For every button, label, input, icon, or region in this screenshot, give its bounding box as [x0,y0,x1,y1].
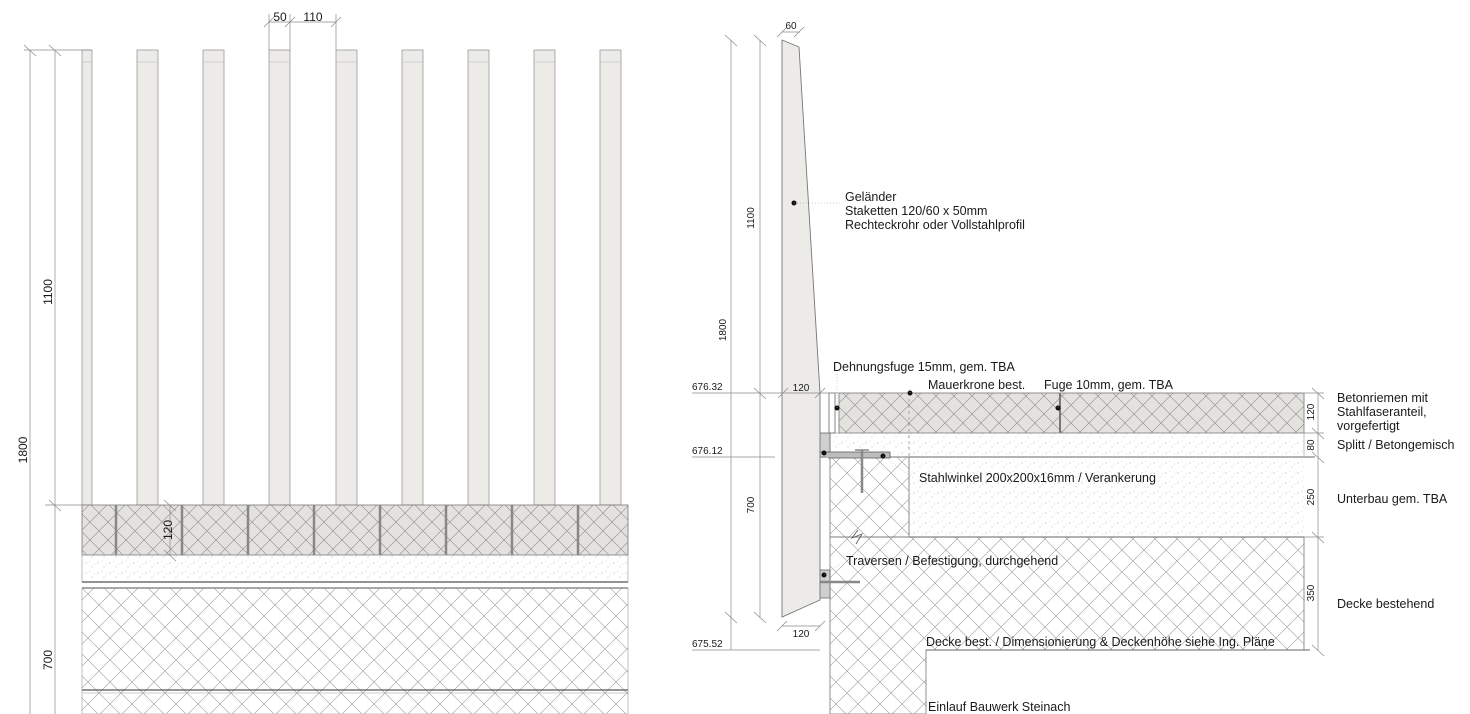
label-mauerkrone: Mauerkrone best. [928,378,1025,392]
label-decke-bestehend: Decke bestehend [1337,597,1434,611]
label-betonriemen-1: Betonriemen mit [1337,391,1429,405]
level-bottom: 675.52 [692,639,723,650]
label-decke-best: Decke best. / Dimensionierung & Deckenhö… [926,635,1275,649]
left-elevation: 50 110 1100 1800 700 120 [16,10,629,714]
label-dehnungsfuge: Dehnungsfuge 15mm, gem. TBA [833,360,1015,374]
tapered-picket [781,39,821,618]
label-unterbau: Unterbau gem. TBA [1337,492,1448,506]
label-fuge: Fuge 10mm, gem. TBA [1044,378,1174,392]
dim-layer-80: 80 [1306,439,1317,451]
right-section: 60 1100 1800 120 700 120 676.32 676.12 6… [692,21,1454,714]
splitt-layer [829,432,1305,458]
unterbau-layer [909,457,1304,537]
dim-upper-height: 1100 [41,279,55,305]
dim-picket-gap: 110 [303,10,322,24]
label-splitt: Splitt / Betongemisch [1337,438,1454,452]
label-betonriemen-3: vorgefertigt [1337,419,1400,433]
dim-bottom-width: 120 [793,629,810,640]
dim-section-lower: 700 [746,496,757,513]
label-betonriemen-2: Stahlfaseranteil, [1337,405,1427,419]
dim-top-width: 60 [785,21,797,32]
label-einlauf: Einlauf Bauwerk Steinach [928,700,1070,714]
level-mid: 676.12 [692,446,723,457]
dim-section-upper: 1100 [746,207,757,229]
label-stahlwinkel: Stahlwinkel 200x200x16mm / Verankerung [919,471,1156,485]
level-top: 676.32 [692,382,723,393]
dim-layer-250: 250 [1306,488,1317,505]
dim-coping-height: 120 [161,520,175,540]
coping-band [81,504,629,556]
left-dim-lines [23,14,342,714]
label-gelaender-3: Rechteckrohr oder Vollstahlprofil [845,218,1025,232]
betonriemen [838,392,1305,434]
dim-mid-width: 120 [793,383,810,394]
right-dim-lines [692,26,1325,657]
label-gelaender-2: Staketten 120/60 x 50mm [845,204,987,218]
dim-total-height: 1800 [16,436,30,463]
label-gelaender-1: Geländer [845,190,896,204]
dim-layer-120: 120 [1306,403,1317,420]
dim-lower-height: 700 [41,650,55,670]
label-traversen: Traversen / Befestigung, durchgehend [846,554,1058,568]
pickets [81,49,622,506]
dim-section-total: 1800 [718,318,729,341]
dim-picket-width: 50 [273,10,287,24]
dim-layer-350: 350 [1306,584,1317,601]
